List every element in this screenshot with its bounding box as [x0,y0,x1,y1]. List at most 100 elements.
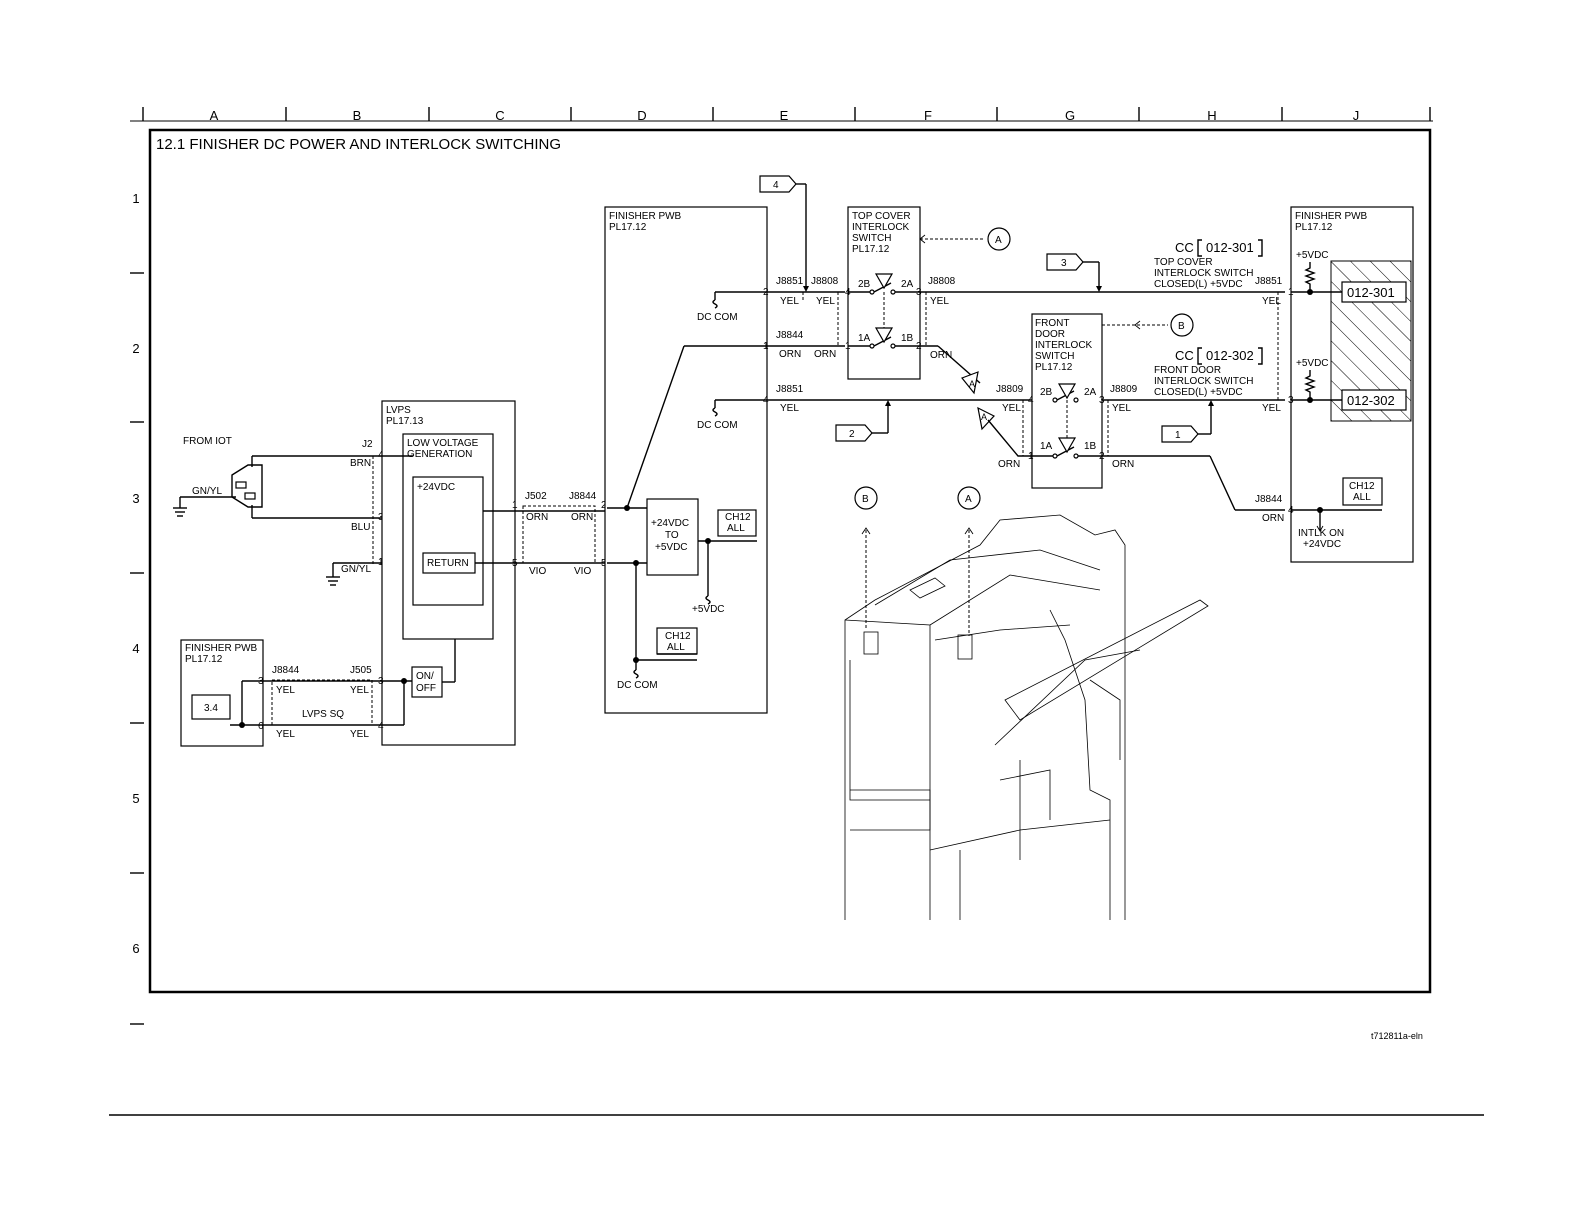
yel-h1: YEL [1112,403,1131,414]
j8851-e1: J8851 [776,276,804,287]
v5-r1: +5VDC [1296,250,1329,261]
front-door-switch: FRONT DOOR INTERLOCK SWITCH PL17.12 B 4 … [1028,313,1194,489]
pin-left-6: 6 [258,721,264,732]
col-label-j: J [1353,108,1360,123]
yel-h2: YEL [1262,296,1281,307]
orn-mid1: ORN [526,512,548,523]
fault-302-l2: INTERLOCK SWITCH [1154,376,1253,387]
intlk-l2: +24VDC [1303,539,1341,550]
ref-4: 4 [773,180,779,191]
pin-j8844-5: 5 [601,558,607,569]
top-cover-switch: TOP COVER INTERLOCK SWITCH PL17.12 A 4 1… [845,206,1011,380]
pin-j505-4: 4 [378,721,384,732]
vio-mid2: VIO [574,566,591,577]
col-label-b: B [353,108,362,123]
yel-e3: YEL [780,403,799,414]
top-sw-l2: INTERLOCK [852,222,910,233]
v24-label: +24VDC [417,482,455,493]
grid-frame [130,107,1433,1025]
yel-l1: YEL [276,685,295,696]
lv-gen-1: LOW VOLTAGE [407,438,479,449]
j2-label: J2 [362,439,373,450]
pwb-left-name: FINISHER PWB [185,643,258,654]
c-1a-top: 1A [858,333,871,344]
pin-e-2: 2 [763,287,769,298]
top-sw-l4: PL17.12 [852,244,890,255]
pin-fs-1: 1 [1028,451,1034,462]
ref-a-sm2: A [981,412,987,422]
c-1b-front: 1B [1084,441,1097,452]
cc-301: CC [1175,240,1194,255]
return-label: RETURN [427,558,469,569]
page-title: 12.1 FINISHER DC POWER AND INTERLOCK SWI… [156,136,561,153]
diagram-border [148,128,1432,994]
pin-j502-1: 1 [512,500,518,511]
ref-a-sm1: A [969,379,975,389]
yel-f1: YEL [930,296,949,307]
c-2a-front: 2A [1084,387,1097,398]
pwb-right-pl: PL17.12 [1295,222,1333,233]
row-labels: 1 2 3 4 5 6 [132,191,139,956]
front-sw-l4: SWITCH [1035,351,1074,362]
ref-b-top: B [1178,321,1185,332]
fault-301-l2: INTERLOCK SWITCH [1154,268,1253,279]
harness-h: J8809 YEL ORN J8844 ORN J8851 YEL YEL 3 … [1046,239,1285,524]
on-label: ON/ [416,671,434,682]
yel-l4: YEL [350,729,369,740]
j8851-h: J8851 [1255,276,1283,287]
fault-301-code: 012-301 [1206,240,1254,255]
j8844-mid: J8844 [569,491,597,502]
c-2b-top: 2B [858,279,871,290]
gnyl-label-top: GN/YL [192,486,222,497]
ch12-b-2: ALL [727,523,745,534]
finisher-pwb-right: FINISHER PWB PL17.12 012-301 012-302 1 3… [1288,206,1414,563]
pin-fs-3: 3 [1099,395,1105,406]
c-2a-top: 2A [901,279,914,290]
yel-l3: YEL [276,729,295,740]
front-sw-l5: PL17.12 [1035,362,1073,373]
pin-e-1: 1 [763,341,769,352]
conv-l2: TO [665,530,679,541]
col-label-c: C [495,108,504,123]
lvps-sq-label: LVPS SQ [302,709,344,720]
conv-l3: +5VDC [655,542,688,553]
gnyl-label-bottom: GN/YL [341,564,371,575]
j8808-e: J8808 [811,276,839,287]
dc-com-3: DC COM [617,680,658,691]
ch12-c-2: ALL [667,642,685,653]
cc-302: CC [1175,348,1194,363]
j8808-f: J8808 [928,276,956,287]
j505-label: J505 [350,665,372,676]
row-label-5: 5 [132,791,139,806]
lv-gen-2: GENERATION [407,449,472,460]
pin-left-3: 3 [258,676,264,687]
col-label-g: G [1065,108,1075,123]
row-label-6: 6 [132,941,139,956]
yel-e1: YEL [780,296,799,307]
ref-b-drawing: B [862,494,869,505]
pin-j2-3: 3 [378,512,384,523]
intlk-l1: INTLK ON [1298,528,1344,539]
c-1b-top: 1B [901,333,914,344]
top-sw-l1: TOP COVER [852,211,911,222]
col-label-d: D [637,108,646,123]
row-label-2: 2 [132,341,139,356]
fault-302-l1: FRONT DOOR [1154,365,1221,376]
fault-301-box: 012-301 [1347,285,1395,300]
orn-e1: ORN [779,349,801,360]
finisher-illustration: B A [844,486,1209,920]
top-sw-l3: SWITCH [852,233,891,244]
yel-l2: YEL [350,685,369,696]
orn-h2: ORN [1262,513,1284,524]
pwb-center-name: FINISHER PWB [609,211,682,222]
j8809-h: J8809 [1110,384,1138,395]
harness-fg: J8808 YEL ORN A A J8809 YEL ORN [920,276,1285,470]
col-label-e: E [780,108,789,123]
lvps-name: LVPS [386,405,411,416]
conv-l1: +24VDC [651,518,689,529]
col-label-a: A [210,108,219,123]
dc-com-1: DC COM [697,312,738,323]
row-label-4: 4 [132,641,139,656]
ref-3: 3 [1061,258,1067,269]
col-label-f: F [924,108,932,123]
